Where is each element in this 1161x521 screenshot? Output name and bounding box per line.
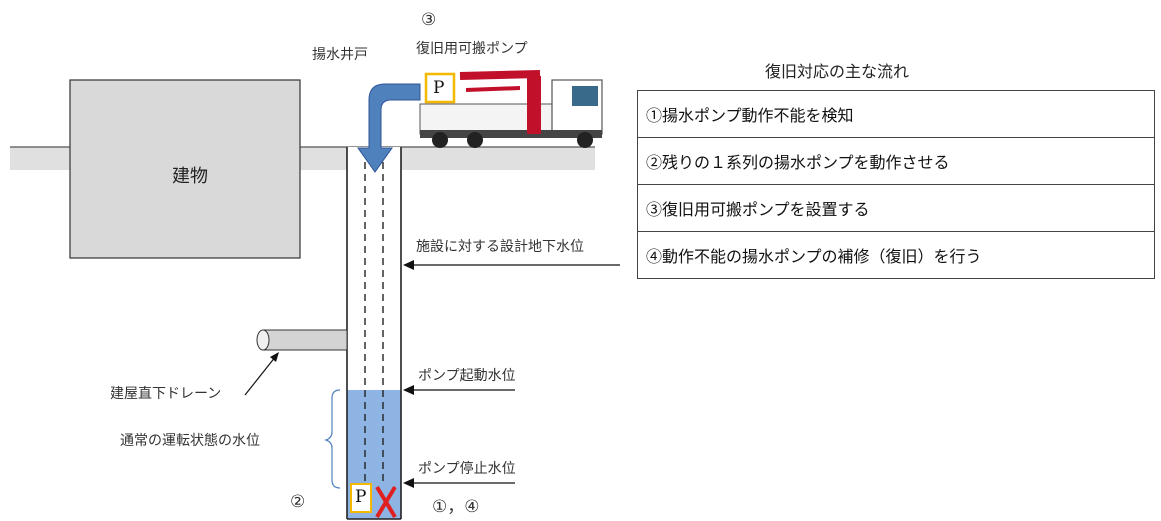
drain-pointer-head	[270, 352, 279, 362]
well-diagram	[10, 70, 620, 520]
design-level-arrowhead	[403, 260, 414, 270]
start-level-arrowhead	[403, 385, 414, 395]
normal-level-label: 通常の運転状態の水位	[120, 433, 260, 449]
flow-step-row: ③復旧用可搬ポンプを設置する	[637, 184, 1155, 232]
building-label: 建物	[172, 166, 208, 187]
x-mark-b	[375, 485, 397, 519]
truck	[419, 70, 603, 148]
building	[69, 79, 301, 259]
well-pump-box	[350, 483, 372, 513]
portable-pump-marker: P	[433, 78, 445, 98]
flow-step-row: ②残りの１系列の揚水ポンプを動作させる	[637, 137, 1155, 185]
portable-pump-label: 復旧用可搬ポンプ	[416, 41, 528, 57]
well-pump-marker: P	[355, 487, 367, 507]
flow-step-1: ①揚水ポンプ動作不能を検知	[637, 90, 1155, 138]
flow-step-4: ④動作不能の揚水ポンプの補修（復旧）を行う	[637, 231, 1155, 279]
well-label: 揚水井戸	[312, 47, 368, 63]
flow-step-row: ④動作不能の揚水ポンプの補修（復旧）を行う	[637, 231, 1155, 279]
normal-level-bracket	[324, 389, 341, 489]
marker-2: ②	[290, 492, 306, 512]
drain-pipe	[262, 329, 348, 351]
flow-step-3: ③復旧用可搬ポンプを設置する	[637, 184, 1155, 232]
drop-arrow	[357, 83, 421, 173]
portable-pump-box	[424, 72, 456, 104]
drain-label: 建屋直下ドレーン	[110, 386, 222, 402]
marker-1-4: ①，④	[432, 497, 480, 517]
drain-pointer	[244, 355, 277, 396]
flow-step-row: ①揚水ポンプ動作不能を検知	[637, 90, 1155, 138]
flow-table: ①揚水ポンプ動作不能を検知 ②残りの１系列の揚水ポンプを動作させる ③復旧用可搬…	[637, 90, 1155, 279]
flow-step-2: ②残りの１系列の揚水ポンプを動作させる	[637, 137, 1155, 185]
drain-pipe-end	[256, 329, 270, 351]
flow-title: 復旧対応の主な流れ	[765, 62, 910, 81]
marker-3: ③	[421, 10, 437, 30]
stop-level-arrowhead	[403, 478, 414, 488]
pump-stop-level-label: ポンプ停止水位	[418, 461, 516, 477]
pump-start-level-label: ポンプ起動水位	[418, 368, 516, 384]
design-gw-level-label: 施設に対する設計地下水位	[416, 239, 584, 255]
